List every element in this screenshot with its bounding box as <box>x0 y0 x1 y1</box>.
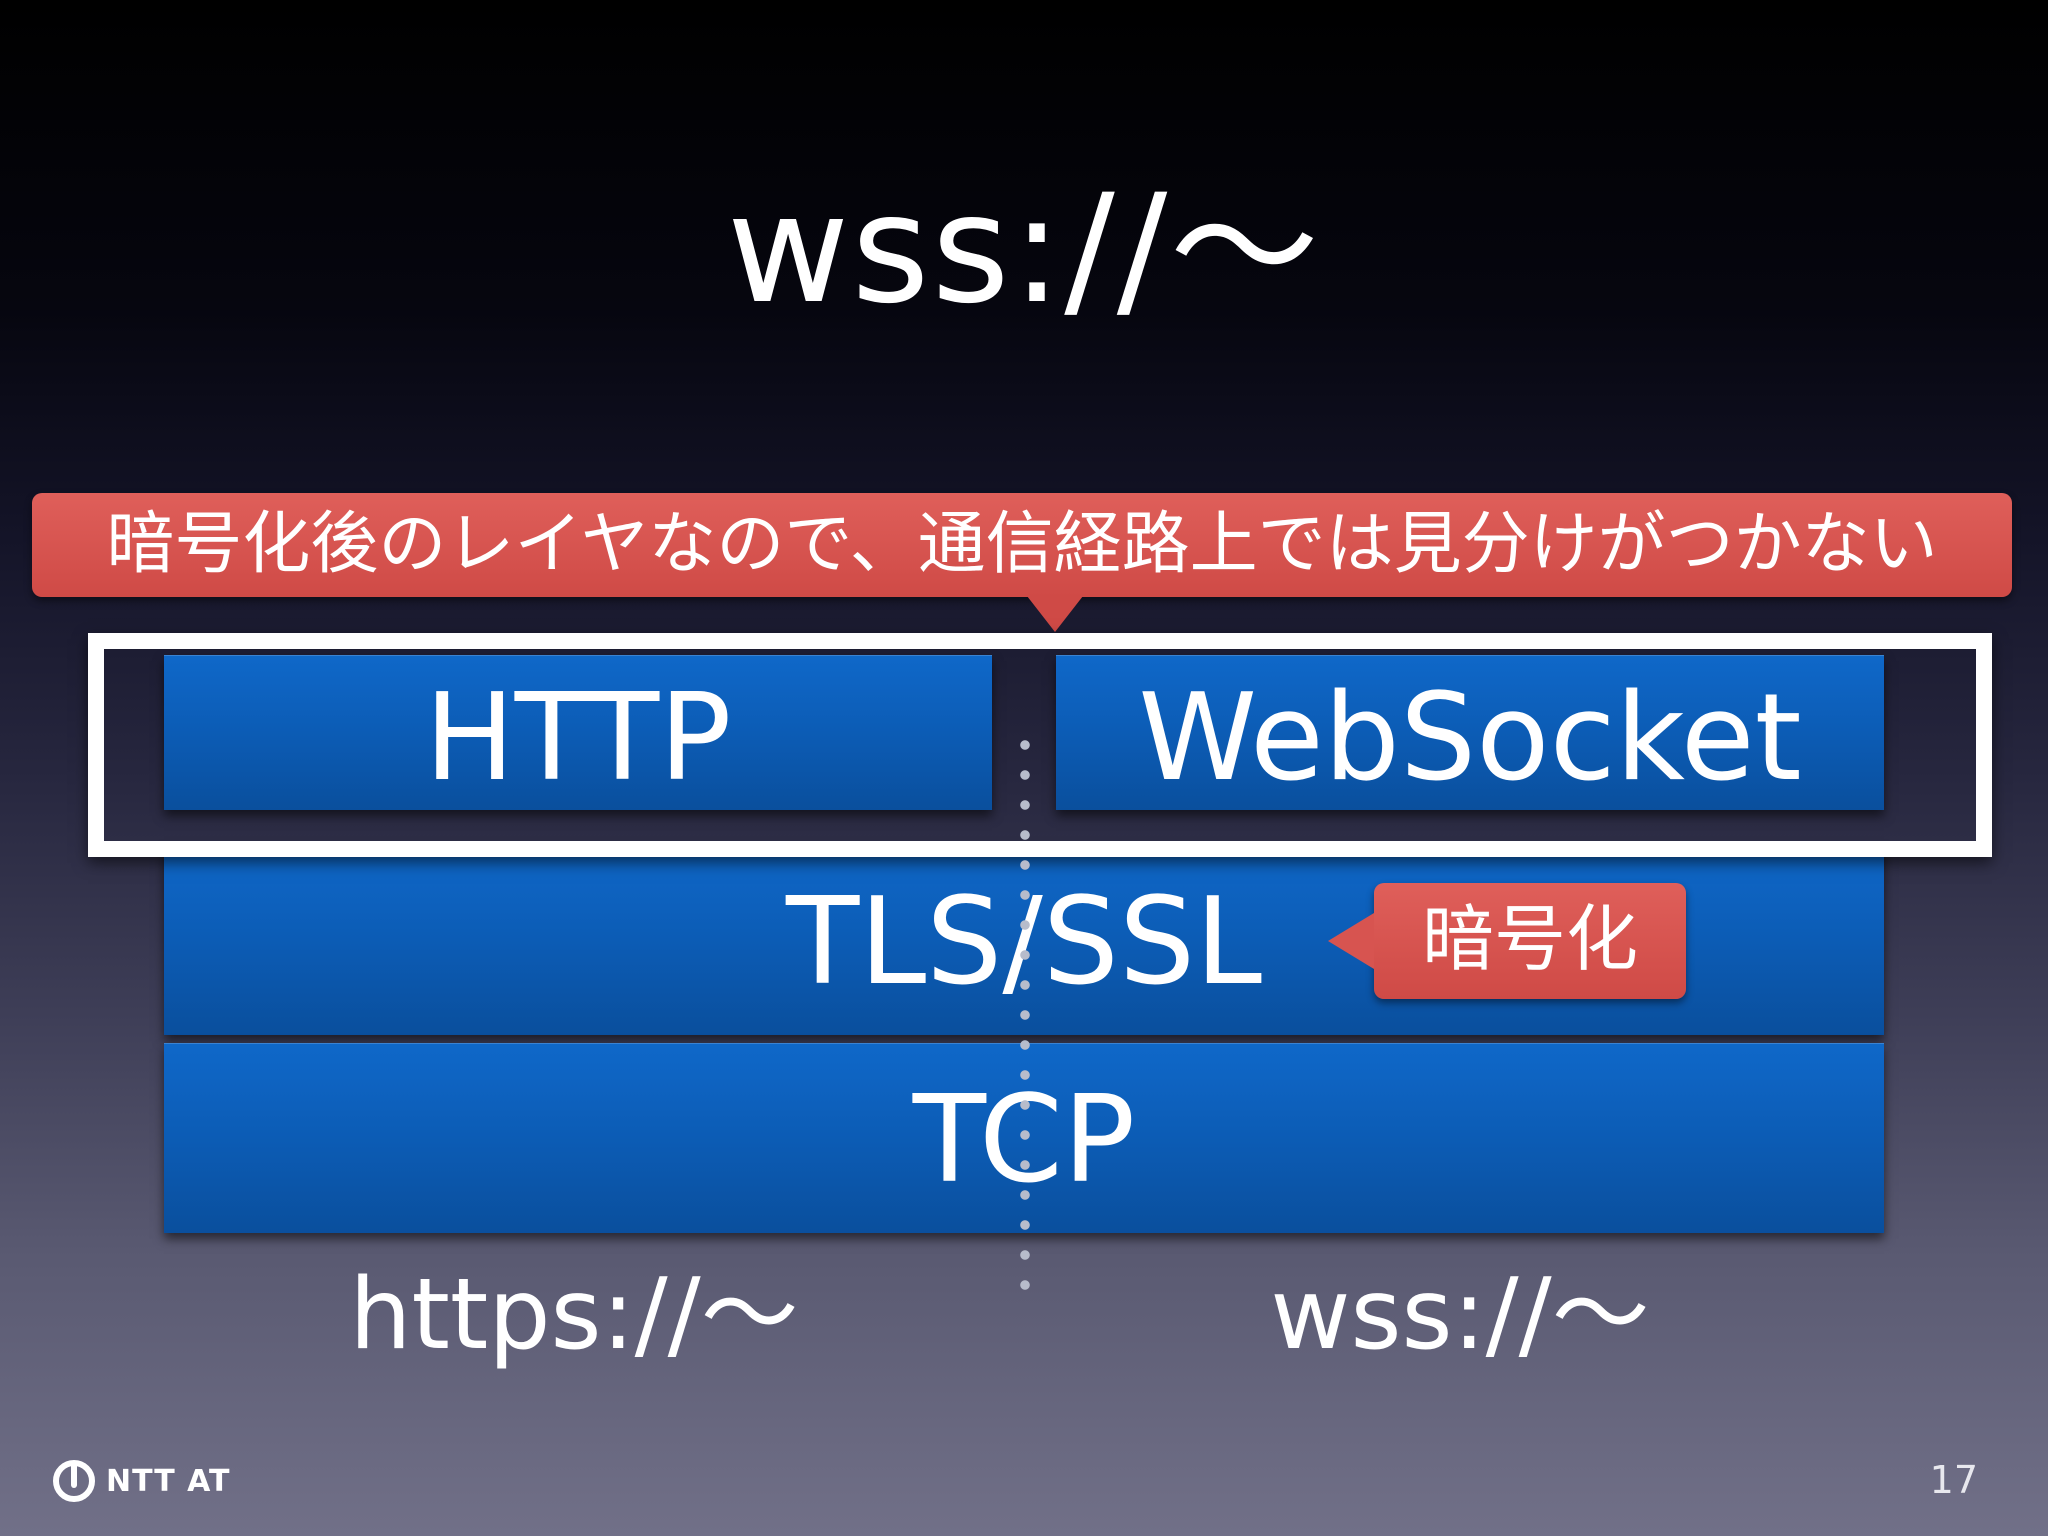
slide-title: wss://〜 <box>726 163 1322 337</box>
logo-text: NTT AT <box>106 1463 231 1499</box>
ntt-at-logo: NTT AT <box>52 1456 231 1506</box>
page-number: 17 <box>1929 1458 1978 1502</box>
encrypt-badge-pointer <box>1328 913 1374 969</box>
encrypt-badge: 暗号化 <box>1328 883 1686 999</box>
application-layer-highlight-box <box>88 633 1992 857</box>
scheme-label-wss: wss://〜 <box>1270 1258 1650 1372</box>
callout-top-text: 暗号化後のレイヤなので、通信経路上では見分けがつかない <box>106 505 1938 584</box>
dotted-divider <box>1020 730 1030 1290</box>
scheme-label-https: https://〜 <box>349 1258 799 1372</box>
layer-http: HTTP <box>164 655 992 810</box>
callout-top: 暗号化後のレイヤなので、通信経路上では見分けがつかない <box>32 493 2012 632</box>
layer-http-label: HTTP <box>424 669 732 808</box>
callout-top-pointer <box>1027 596 1083 632</box>
ntt-logo-icon <box>53 1460 95 1502</box>
layer-websocket: WebSocket <box>1056 655 1884 810</box>
layer-websocket-label: WebSocket <box>1138 669 1802 808</box>
encrypt-badge-text: 暗号化 <box>1421 897 1638 981</box>
